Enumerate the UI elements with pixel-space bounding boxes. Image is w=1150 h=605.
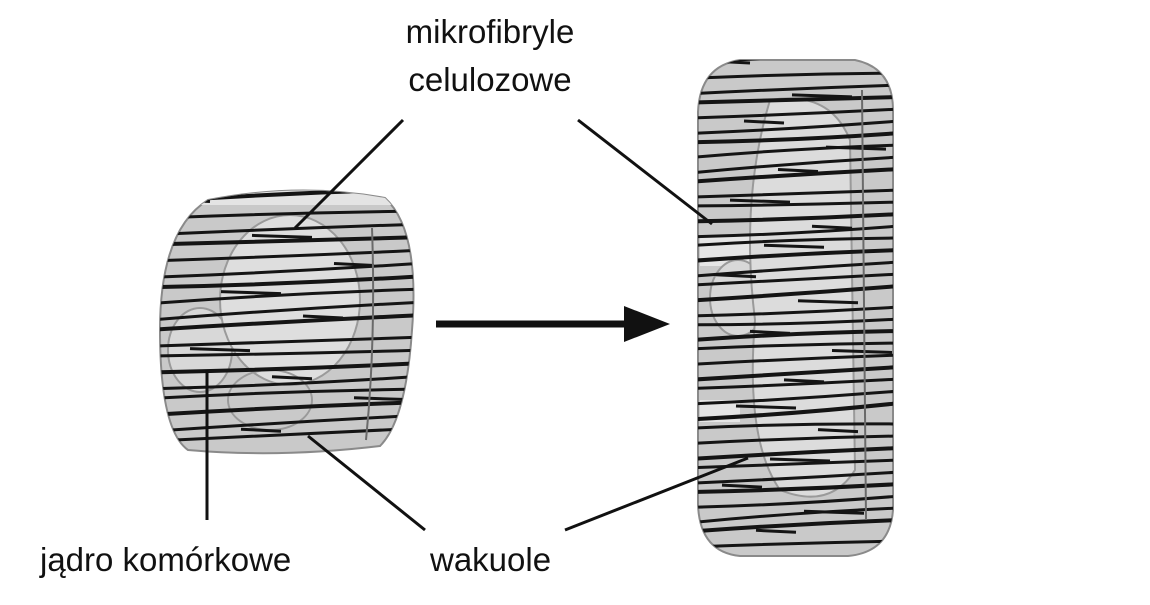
cellulose-fibril-segment bbox=[251, 233, 313, 239]
cellulose-fibril-segment bbox=[769, 457, 831, 463]
cellulose-fibril bbox=[160, 235, 414, 247]
leader-microfibrils-big bbox=[577, 118, 713, 226]
cellulose-fibril bbox=[698, 119, 893, 135]
cellulose-fibril-segment bbox=[169, 198, 211, 203]
cellulose-fibril-segment bbox=[755, 528, 797, 534]
cellulose-fibril bbox=[698, 305, 893, 318]
cellulose-fibril bbox=[160, 400, 414, 417]
cellulose-fibril bbox=[698, 155, 893, 175]
cellulose-fibril bbox=[698, 212, 893, 224]
leader-vacuole-big bbox=[564, 456, 749, 532]
cellulose-fibril bbox=[698, 107, 893, 120]
cellulose-fibril bbox=[698, 248, 893, 263]
elongation-arrow bbox=[436, 306, 670, 342]
cellulose-fibril-segment bbox=[240, 427, 282, 433]
cellulose-fibril bbox=[160, 313, 414, 332]
label-vacuoles: wakuole bbox=[430, 541, 552, 578]
cellulose-fibril-segment bbox=[721, 483, 763, 489]
cellulose-fibril bbox=[698, 506, 893, 525]
cellulose-fibril-segment bbox=[783, 378, 825, 384]
cellulose-fibril bbox=[698, 95, 893, 105]
cellulose-fibril bbox=[160, 287, 414, 306]
cellulose-fibril bbox=[698, 317, 893, 327]
cellulose-fibril bbox=[698, 236, 893, 248]
label-nucleus: jądro komórkowe bbox=[40, 541, 292, 578]
leader-vacuole-small bbox=[307, 434, 426, 532]
cellulose-fibril bbox=[698, 188, 893, 199]
big-cell-fibrils bbox=[698, 60, 893, 549]
cellulose-fibril-segment bbox=[797, 299, 859, 305]
cellulose-fibril bbox=[160, 348, 414, 358]
cellulose-fibril bbox=[698, 167, 893, 184]
cellulose-fibril-segment bbox=[333, 262, 375, 267]
cellulose-fibril-segment bbox=[743, 119, 785, 125]
cellulose-fibril bbox=[698, 83, 893, 96]
cellulose-fibril bbox=[698, 224, 893, 239]
cellulose-fibril-segment bbox=[763, 243, 825, 249]
cellulose-fibril bbox=[160, 374, 414, 391]
cellulose-fibril bbox=[698, 131, 893, 145]
elongated-cell bbox=[697, 59, 894, 557]
cellulose-fibril bbox=[698, 143, 893, 160]
cellulose-fibril-segment bbox=[729, 198, 791, 204]
leader-lines bbox=[205, 118, 749, 532]
cellulose-fibril bbox=[698, 365, 893, 382]
cellulose-fibril bbox=[160, 335, 414, 348]
label-microfibrils-line1: mikrofibryle bbox=[405, 13, 575, 50]
cellulose-fibril bbox=[698, 494, 893, 509]
cellulose-fibril bbox=[160, 222, 414, 237]
cellulose-fibril-segment bbox=[735, 404, 797, 410]
elongated-cell-edge bbox=[861, 89, 867, 521]
cellulose-fibril bbox=[698, 341, 893, 351]
cellulose-fibril bbox=[698, 434, 893, 446]
small-cell-edge bbox=[365, 227, 375, 441]
leader-microfibrils-small bbox=[293, 118, 405, 230]
cellulose-fibril bbox=[698, 272, 893, 287]
cellulose-fibril-segment bbox=[271, 375, 313, 381]
cellulose-fibril-segment bbox=[220, 290, 282, 296]
cellulose-fibril bbox=[698, 401, 893, 422]
cellulose-fibril bbox=[698, 422, 893, 430]
cellulose-fibril bbox=[698, 389, 893, 406]
cellulose-fibril-segment bbox=[817, 428, 859, 434]
cellulose-fibril bbox=[698, 377, 893, 391]
cellulose-fibril bbox=[698, 353, 893, 366]
cellulose-fibril-segment bbox=[715, 273, 757, 279]
cellulose-fibril bbox=[698, 446, 893, 461]
cellulose-fibril bbox=[698, 470, 893, 485]
cellulose-fibril bbox=[698, 458, 893, 470]
cellulose-fibril bbox=[698, 284, 893, 303]
cellulose-fibril bbox=[698, 200, 893, 208]
small-cell bbox=[158, 189, 415, 455]
cellulose-fibril bbox=[160, 274, 414, 290]
cellulose-fibril bbox=[160, 300, 414, 322]
cellulose-fibril-segment bbox=[189, 347, 251, 353]
cellulose-fibril bbox=[160, 413, 414, 433]
cellulose-fibril-segment bbox=[831, 349, 893, 354]
cellulose-fibril bbox=[160, 361, 414, 375]
cellulose-fibril bbox=[698, 260, 893, 278]
cellulose-fibril-segment bbox=[353, 396, 414, 402]
cellulose-fibril bbox=[160, 387, 414, 401]
cellulose-fibril bbox=[698, 329, 893, 343]
cellulose-fibril bbox=[698, 518, 893, 534]
cellulose-fibril bbox=[160, 248, 414, 263]
cellulose-fibril bbox=[160, 426, 414, 443]
cellulose-fibril bbox=[698, 539, 893, 549]
label-microfibrils-line2: celulozowe bbox=[408, 61, 572, 98]
cellulose-fibril bbox=[160, 261, 414, 279]
cellulose-fibril bbox=[698, 71, 893, 80]
cellulose-fibril bbox=[698, 482, 893, 494]
cellulose-fibril-segment bbox=[777, 168, 819, 173]
cellulose-fibril-segment bbox=[811, 224, 853, 230]
